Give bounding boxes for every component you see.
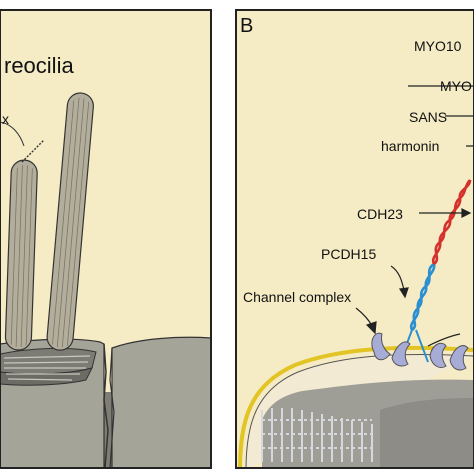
pcdh15-helix [409,262,436,332]
panel-a-cell-body-right [111,336,211,468]
stereocilium-tall [46,92,94,351]
panel-a-cell-gap-2 [109,347,115,468]
label-pointer [0,121,25,147]
label-harmonin: harmonin [381,138,439,154]
panel-a-title: reocilia [4,53,74,78]
panel-b-lower-overlay [380,398,474,468]
panel-b-letter: B [240,15,253,37]
stereocilium-short [4,159,38,351]
channel-complex-left [371,332,411,367]
tip-link [21,139,45,163]
pcdh15-stalk-2 [415,329,429,363]
panel-a-partial-label: x [2,111,9,127]
label-arrows [355,85,474,347]
label-channel-complex: Channel complex [243,289,351,305]
label-sans: SANS [409,109,447,125]
cdh23-helix [431,179,472,266]
label-myo10: MYO10 [414,38,462,54]
panel-b: B MYO10 MYO SANS harmonin CDH23 PCDH15 C… [235,9,474,469]
label-myo7: MYO [440,78,472,94]
channel-complex-right [429,342,469,371]
panel-a: reocilia x [0,9,212,469]
label-pcdh15: PCDH15 [321,246,376,262]
actin-bundle [261,408,373,462]
cuticular-plate [0,347,97,386]
panel-b-border [235,9,474,469]
panel-a-cell-gap [103,343,109,468]
panel-a-border [0,9,212,469]
label-cdh23: CDH23 [357,206,403,222]
